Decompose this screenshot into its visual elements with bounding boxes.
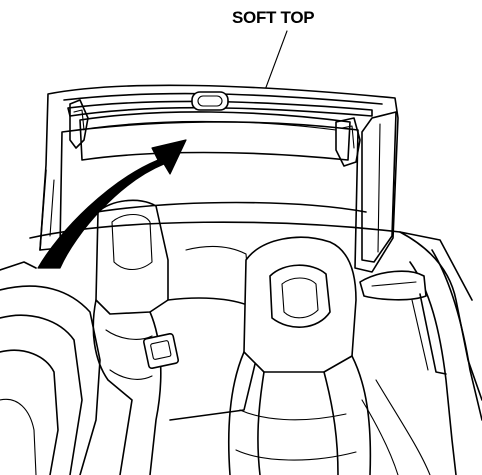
latch-handle [191, 91, 229, 111]
raise-arrow [37, 139, 187, 269]
soft-top-frame [39, 84, 399, 273]
callout-label: SOFT TOP [232, 8, 315, 27]
console-switch [142, 332, 180, 370]
car-body [0, 201, 482, 475]
right-seat [228, 236, 372, 475]
callout-leader-line [264, 30, 288, 91]
